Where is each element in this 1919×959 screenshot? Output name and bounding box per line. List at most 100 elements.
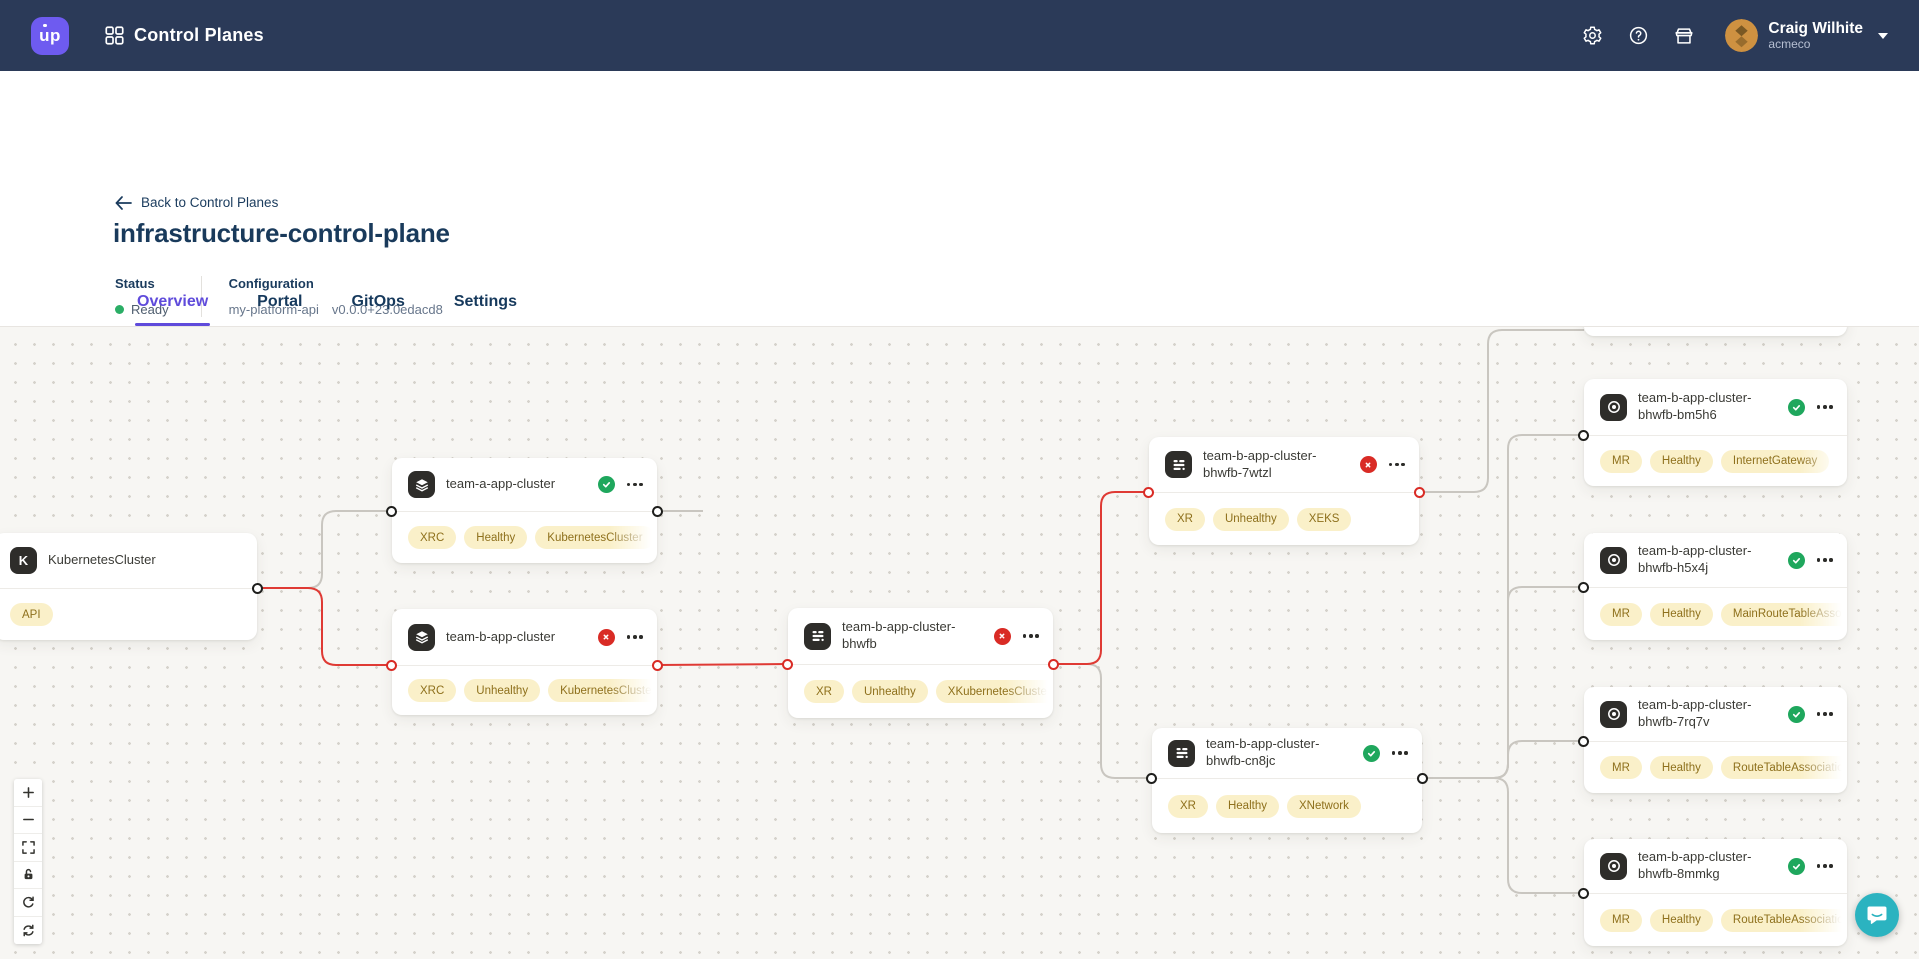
chat-launcher-button[interactable] — [1855, 893, 1899, 937]
graph-controls — [14, 779, 42, 944]
node-title: team-b-app-cluster-bhwfb-h5x4j — [1638, 543, 1752, 575]
badge: MR — [1600, 602, 1642, 626]
zoom-out-button[interactable] — [14, 806, 42, 834]
settings-gear-icon[interactable] — [1581, 25, 1603, 47]
tab-overview[interactable]: Overview — [135, 283, 211, 326]
edge-kubernetes-cluster-to-team-a-app-cluster — [257, 510, 392, 589]
composite-layers-icon — [415, 631, 428, 644]
node-menu-button[interactable] — [1816, 708, 1834, 720]
input-port — [1578, 581, 1589, 593]
marketplace-icon[interactable] — [1673, 25, 1695, 47]
node-menu-button[interactable] — [1816, 401, 1834, 413]
user-meta: Craig Wilhite acmeco — [1768, 20, 1863, 52]
input-port — [1578, 429, 1589, 441]
node-divider — [1584, 435, 1847, 436]
edge-kubernetes-cluster-to-team-b-app-cluster — [257, 587, 392, 666]
badge: RouteTableAssociation — [1720, 756, 1847, 779]
status-unhealthy-icon — [597, 628, 615, 646]
composite-resource-icon — [812, 631, 824, 642]
edge-team-b-app-cluster-bhwfb-cn8jc-to-team-b-app-cluster-bhwfb-h5x4j — [1422, 586, 1584, 779]
user-name: Craig Wilhite — [1768, 19, 1863, 37]
output-port — [1413, 486, 1425, 498]
badge: XR — [1165, 507, 1205, 531]
status-ready-dot — [115, 305, 124, 314]
badge: Healthy — [1649, 449, 1713, 473]
user-menu[interactable]: Craig Wilhite acmeco — [1725, 19, 1889, 52]
tab-bar: Overview Portal GitOps Settings — [135, 283, 519, 326]
output-port — [1047, 658, 1059, 670]
tab-portal[interactable]: Portal — [257, 293, 303, 310]
tab-settings[interactable]: Settings — [453, 293, 517, 310]
edge-team-b-app-cluster-bhwfb-to-team-b-app-cluster-bhwfb-cn8jc — [1053, 663, 1152, 779]
chat-bubble-icon — [1867, 906, 1887, 924]
badge: KubernetesCluster — [535, 526, 655, 549]
managed-resource-icon — [1607, 554, 1620, 566]
badge: XRC — [408, 526, 457, 549]
meta-divider — [200, 276, 202, 317]
node-menu-button[interactable] — [1388, 459, 1406, 471]
page-title: infrastructure-control-plane — [113, 218, 450, 248]
node-divider — [1584, 587, 1847, 588]
status-healthy-icon — [1787, 398, 1805, 416]
node-menu-button[interactable] — [1391, 747, 1409, 759]
badge: Unhealthy — [851, 680, 928, 703]
back-link-label: Back to Control Planes — [141, 195, 279, 210]
badge: XR — [1168, 794, 1208, 818]
nav-title: Control Planes — [105, 25, 264, 46]
node-menu-button[interactable] — [626, 631, 644, 643]
badge: RouteTableAssociation — [1720, 908, 1847, 932]
node-title: team-a-app-cluster — [446, 476, 556, 492]
node-menu-button[interactable] — [1022, 630, 1040, 642]
node-title: KubernetesCluster — [48, 552, 156, 568]
managed-resource-icon — [1607, 401, 1620, 413]
tab-gitops[interactable]: GitOps — [351, 293, 405, 310]
refresh-layout-button[interactable] — [14, 916, 42, 944]
lock-button[interactable] — [14, 861, 42, 889]
back-arrow-icon — [115, 195, 132, 210]
configuration-name: my-platform-api — [228, 302, 319, 317]
nav-title-label: Control Planes — [134, 25, 264, 45]
node-title: team-b-app-cluster-bhwfb-cn8jc — [1206, 736, 1320, 768]
status-healthy-icon — [597, 476, 615, 493]
composite-resource-icon — [1176, 748, 1188, 759]
avatar — [1725, 19, 1759, 52]
node-title: team-b-app-cluster-bhwfb-bm5h6 — [1638, 390, 1752, 422]
badge: MR — [1600, 449, 1642, 473]
edge-team-b-app-cluster-bhwfb-to-team-b-app-cluster-bhwfb-7wtzl — [1053, 491, 1149, 665]
node-divider — [392, 665, 657, 666]
badge: XNetwork — [1286, 794, 1361, 818]
node-menu-button[interactable] — [626, 479, 644, 491]
output-port — [651, 505, 663, 517]
upbound-logo[interactable]: up — [31, 16, 69, 55]
badge: MR — [1600, 756, 1642, 779]
fit-view-button[interactable] — [14, 834, 42, 862]
back-link[interactable]: Back to Control Planes — [115, 195, 278, 210]
badge: Healthy — [1649, 908, 1713, 932]
status-value: Ready — [131, 302, 169, 317]
badge: Healthy — [464, 526, 528, 549]
badge: Healthy — [1649, 756, 1713, 779]
input-port — [1143, 486, 1154, 498]
configuration-version: v0.0.0+23.0edacd8 — [331, 302, 443, 317]
node-clipped-node-top[interactable] — [1584, 327, 1847, 336]
edge-team-b-app-cluster-bhwfb-cn8jc-to-team-b-app-cluster-bhwfb-8mmkg — [1422, 777, 1584, 894]
node-divider — [788, 664, 1053, 665]
help-icon[interactable] — [1627, 25, 1649, 47]
managed-resource-icon — [1607, 860, 1620, 872]
reset-view-button[interactable] — [14, 889, 42, 917]
node-menu-button[interactable] — [1816, 860, 1834, 872]
node-menu-button[interactable] — [1816, 554, 1834, 566]
input-port — [1578, 887, 1589, 899]
zoom-in-button[interactable] — [14, 779, 42, 807]
